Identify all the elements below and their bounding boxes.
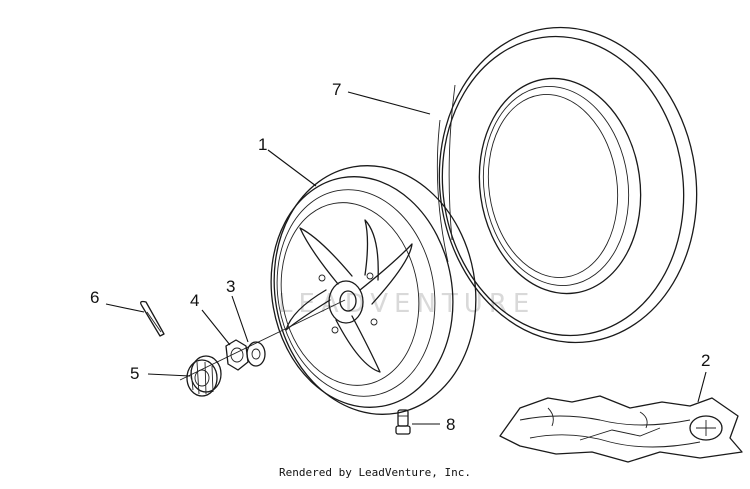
callout-8: 8: [446, 415, 455, 434]
leader-lines: [105, 91, 707, 425]
render-credit: Rendered by LeadVenture, Inc.: [278, 466, 472, 479]
callout-1: 1: [258, 135, 267, 154]
cotter-pin-part-6: [140, 300, 165, 337]
callout-5: 5: [130, 364, 139, 383]
castle-nut-part-5: [186, 355, 222, 397]
callout-4: 4: [190, 291, 199, 310]
callout-2: 2: [701, 351, 710, 370]
washer-part-3: [246, 341, 266, 367]
inner-tube-part-2: [499, 395, 743, 463]
valve-stem-part-8: [395, 409, 411, 435]
tire-part-7: [436, 26, 698, 344]
hex-nut-part-4: [225, 339, 249, 371]
axle-centerline: [179, 299, 346, 381]
wheel-rim-part-1: [270, 165, 477, 415]
callout-7: 7: [332, 80, 341, 99]
callout-3: 3: [226, 277, 235, 296]
callout-6: 6: [90, 288, 99, 307]
watermark-text: LEADVENTURE: [278, 289, 535, 319]
